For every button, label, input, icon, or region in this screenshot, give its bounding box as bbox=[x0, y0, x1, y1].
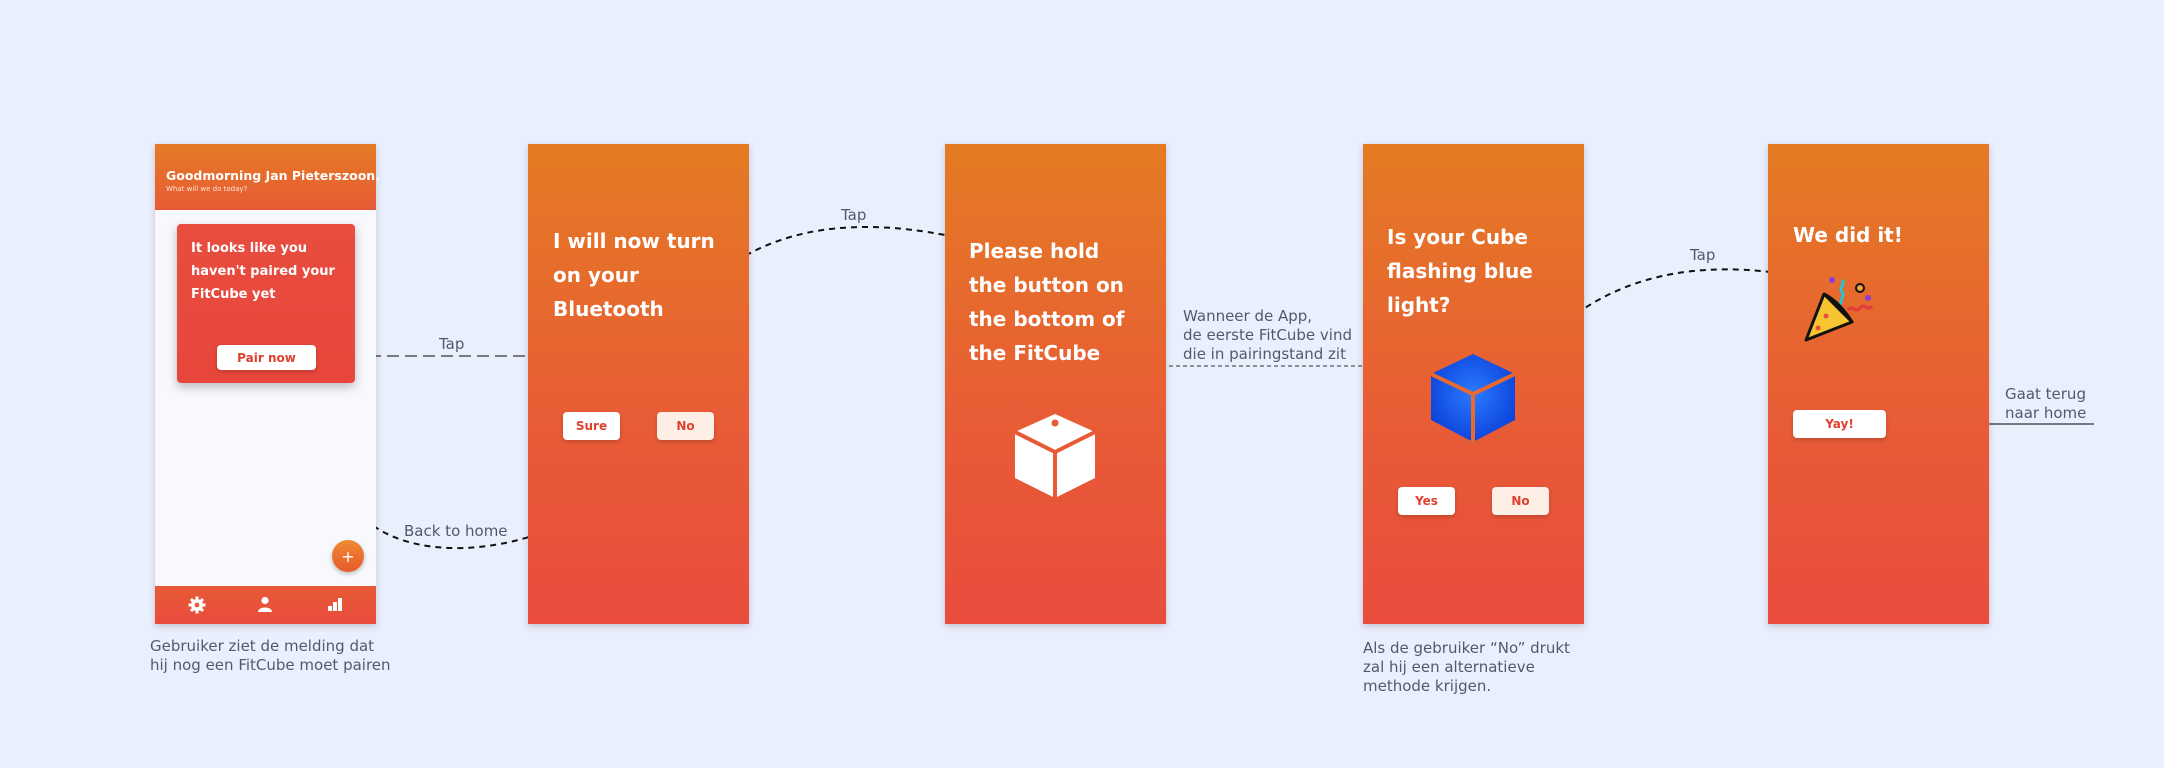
no-button[interactable]: No bbox=[657, 412, 714, 440]
pair-now-button[interactable]: Pair now bbox=[217, 345, 316, 370]
return-home-line-2: naar home bbox=[2005, 404, 2087, 422]
no-button-alt[interactable]: No bbox=[1492, 487, 1549, 515]
screen-bluetooth: I will now turn on your Bluetooth Sure N… bbox=[528, 144, 749, 624]
pairing-note-line-1: Wanneer de App, bbox=[1183, 307, 1313, 325]
screen-home: Goodmorning Jan Pieterszoon. What will w… bbox=[155, 144, 380, 624]
bottom-nav bbox=[155, 586, 376, 624]
sure-button[interactable]: Sure bbox=[563, 412, 620, 440]
screen1-caption-line-2: hij nog een FitCube moet pairen bbox=[150, 656, 391, 674]
tap-label-3: Tap bbox=[1690, 246, 1716, 264]
success-title: We did it! bbox=[1793, 223, 1903, 247]
card-message: It looks like you haven't paired your Fi… bbox=[191, 241, 335, 302]
yes-button[interactable]: Yes bbox=[1398, 487, 1455, 515]
screen1-caption: Gebruiker ziet de melding dat hij nog ee… bbox=[150, 637, 391, 675]
bluetooth-title: I will now turn on your Bluetooth bbox=[553, 229, 715, 321]
home-header: Goodmorning Jan Pieterszoon. What will w… bbox=[155, 144, 380, 210]
screen4-caption: Als de gebruiker “No” drukt zal hij een … bbox=[1363, 639, 1570, 696]
screen4-caption-line-2: zal hij een alternatieve bbox=[1363, 658, 1535, 676]
return-home-line-1: Gaat terug bbox=[2005, 385, 2086, 403]
back-home-label: Back to home bbox=[404, 522, 508, 540]
screen-cube-check: Is your Cube flashing blue light? Yes No bbox=[1363, 144, 1584, 624]
tap-label-2: Tap bbox=[841, 206, 867, 224]
add-button[interactable]: + bbox=[332, 540, 364, 572]
screen4-caption-line-1: Als de gebruiker “No” drukt bbox=[1363, 639, 1570, 657]
pair-notification-card: It looks like you haven't paired your Fi… bbox=[177, 224, 355, 383]
header-title: Goodmorning Jan Pieterszoon. bbox=[166, 168, 380, 183]
stats-icon[interactable] bbox=[326, 595, 344, 617]
tap-label-1: Tap bbox=[439, 335, 465, 353]
party-popper-icon bbox=[1804, 277, 1874, 342]
gear-icon[interactable] bbox=[187, 595, 207, 619]
cube-check-title: Is your Cube flashing blue light? bbox=[1387, 225, 1533, 317]
screen-success: We did it! Yay! bbox=[1768, 144, 1989, 624]
pairing-note: Wanneer de App, de eerste FitCube vind d… bbox=[1183, 307, 1352, 364]
hold-button-title: Please hold the button on the bottom of … bbox=[969, 239, 1125, 365]
fitcube-icon bbox=[1014, 414, 1096, 498]
header-subtitle: What will we do today? bbox=[166, 185, 248, 193]
screen1-caption-line-1: Gebruiker ziet de melding dat bbox=[150, 637, 375, 655]
return-home-note: Gaat terug naar home bbox=[2005, 385, 2086, 423]
screen-hold-button: Please hold the button on the bottom of … bbox=[945, 144, 1166, 624]
user-icon[interactable] bbox=[256, 595, 274, 617]
pairing-note-line-3: die in pairingstand zit bbox=[1183, 345, 1346, 363]
screen4-caption-line-3: methode krijgen. bbox=[1363, 677, 1492, 695]
pairing-note-line-2: de eerste FitCube vind bbox=[1183, 326, 1352, 344]
yay-button[interactable]: Yay! bbox=[1793, 410, 1886, 438]
blue-cube-icon bbox=[1430, 354, 1516, 442]
